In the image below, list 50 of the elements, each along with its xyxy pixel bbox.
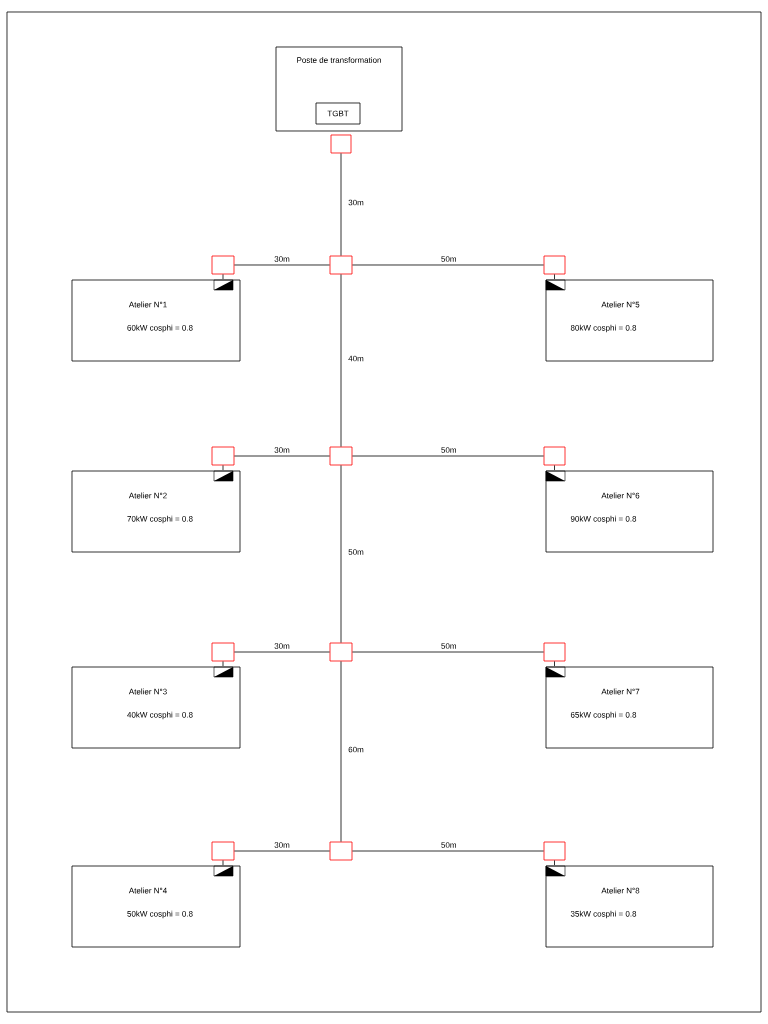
edge-label: 50m xyxy=(440,841,458,849)
edge-label: 30m xyxy=(347,198,365,207)
edge-label: 30m xyxy=(273,642,291,650)
cable-line xyxy=(222,860,224,866)
cable-line xyxy=(234,651,330,653)
workshop-box: Atelier N°8 35kW cosphi = 0.8 xyxy=(545,865,714,948)
cable-line xyxy=(554,465,555,471)
cable-line xyxy=(234,850,330,852)
junction-box xyxy=(329,841,353,861)
edge-label: 30m xyxy=(273,841,291,849)
cable-line xyxy=(222,661,224,667)
junction-box xyxy=(211,841,235,861)
workshop-box: Atelier N°7 65kW cosphi = 0.8 xyxy=(545,666,714,749)
cable-line xyxy=(340,465,342,643)
junction-box xyxy=(543,642,566,662)
cable-line xyxy=(234,455,330,457)
workshop-box: Atelier N°6 90kW cosphi = 0.8 xyxy=(545,470,714,553)
edge-label: 30m xyxy=(273,446,291,454)
cable-line xyxy=(340,153,342,256)
junction-box xyxy=(543,446,566,466)
cable-line xyxy=(554,860,555,866)
junction-box xyxy=(329,446,353,466)
edge-label: 30m xyxy=(273,255,291,263)
cable-line xyxy=(234,264,330,266)
cable-line xyxy=(554,274,555,280)
cable-line xyxy=(222,274,224,280)
edge-label: 40m xyxy=(347,354,365,363)
edge-label: 50m xyxy=(347,548,365,556)
cable-line xyxy=(340,661,342,842)
cable-line xyxy=(554,661,555,667)
cable-line xyxy=(222,465,224,471)
cable-line xyxy=(352,455,544,457)
cable-line xyxy=(340,274,342,447)
junction-box xyxy=(211,446,235,466)
edge-label: 50m xyxy=(440,642,458,650)
cable-line xyxy=(352,651,544,653)
junction-box xyxy=(329,642,353,662)
edge-label: 50m xyxy=(440,446,458,454)
junction-box xyxy=(543,841,566,861)
junction-box xyxy=(329,255,353,275)
junction-box xyxy=(543,255,566,275)
junction-box xyxy=(330,134,352,154)
junction-box xyxy=(211,642,235,662)
workshop-box: Atelier N°5 80kW cosphi = 0.8 xyxy=(545,279,714,362)
edge-label: 50m xyxy=(440,255,458,263)
cable-line xyxy=(352,850,544,852)
cable-line xyxy=(352,264,544,266)
switchboard-box: TGBT xyxy=(315,102,361,125)
edge-label: 60m xyxy=(347,745,365,754)
junction-box xyxy=(211,255,235,275)
